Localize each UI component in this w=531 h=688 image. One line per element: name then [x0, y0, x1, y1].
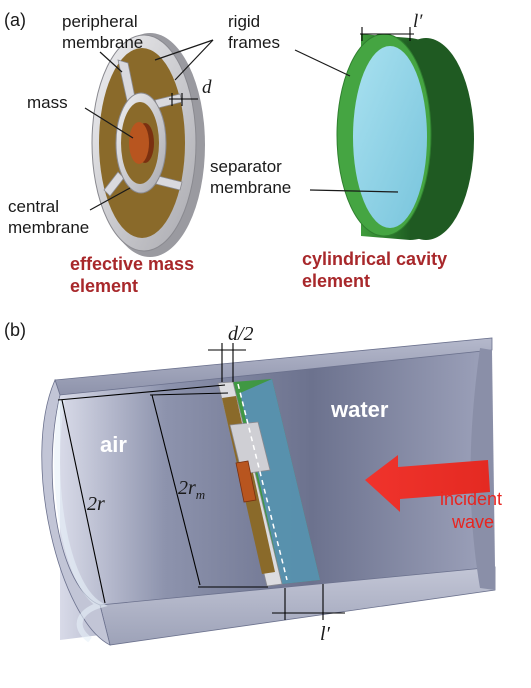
mass-label: mass — [27, 93, 68, 112]
two-r-top-extension — [57, 384, 226, 401]
air-label: air — [100, 432, 127, 457]
central-label-2: membrane — [8, 218, 89, 237]
tube-left-cut-face — [41, 378, 111, 646]
separator-label-1: separator — [210, 157, 282, 176]
two-r-dim-line — [61, 399, 106, 604]
mass-leader — [84, 107, 134, 139]
peripheral-leader — [99, 51, 123, 73]
separator-label-2: membrane — [210, 178, 291, 197]
rigid-label-1: rigid — [228, 12, 260, 31]
embedded-inner-frame — [229, 421, 271, 475]
embedded-mass — [235, 460, 257, 503]
two-r-label: 2r — [87, 493, 105, 515]
central-label-1: central — [8, 197, 59, 216]
d-label: d — [202, 77, 212, 98]
cylindrical-cavity-element — [336, 33, 474, 240]
two-rm-sub: m — [196, 487, 205, 502]
embedded-metamaterial — [217, 379, 320, 587]
peripheral-label-1: peripheral — [62, 12, 138, 31]
rigid-leader-1 — [154, 39, 214, 61]
waveguide-tube — [41, 337, 496, 646]
mass-element-caption-2: element — [70, 276, 138, 296]
water-label: water — [330, 397, 389, 422]
mass-element-caption-1: effective mass — [70, 254, 194, 274]
separator-leader — [309, 189, 399, 193]
rigid-leader-3 — [294, 49, 351, 77]
dhalf-label: d/2 — [228, 323, 254, 345]
cavity-caption-1: cylindrical cavity — [302, 249, 447, 269]
separator-membrane-shape — [353, 46, 427, 228]
central-leader — [89, 187, 131, 211]
symmetry-dashed-line — [237, 383, 288, 581]
two-rm-main: 2r — [178, 477, 196, 499]
lprime-a-label: l′ — [413, 11, 423, 32]
two-rm-dim-line — [151, 394, 201, 586]
rigid-leader-2 — [174, 39, 214, 81]
peripheral-label-2: membrane — [62, 33, 143, 52]
tube-left-highlight — [54, 399, 108, 643]
two-rm-top-extension — [149, 392, 229, 396]
effective-mass-element — [91, 33, 205, 257]
incident-wave-arrow — [365, 455, 490, 512]
two-rm-label: 2rm — [178, 477, 205, 502]
rigid-label-2: frames — [228, 33, 280, 52]
incident-label-1: incident — [440, 489, 502, 509]
panel-a-tag: (a) — [4, 10, 26, 30]
lprime-b-label: l′ — [320, 623, 331, 645]
mass-shape — [129, 122, 149, 164]
cavity-caption-2: element — [302, 271, 370, 291]
incident-label-2: wave — [451, 512, 494, 532]
panel-b-tag: (b) — [4, 320, 26, 340]
